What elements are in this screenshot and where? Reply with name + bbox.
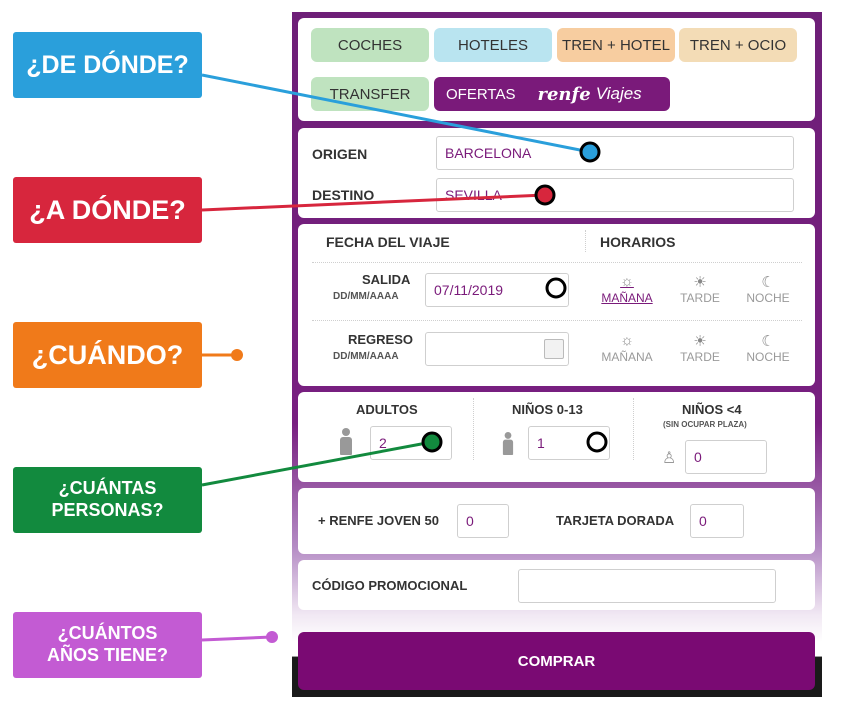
callout-line-2: PERSONAS? xyxy=(51,500,164,520)
promo-input[interactable] xyxy=(518,569,776,603)
noche-label: NOCHE xyxy=(746,291,790,305)
sun-icon: ☼ xyxy=(620,273,634,290)
person-icon xyxy=(340,428,352,455)
adultos-label: ADULTOS xyxy=(356,402,418,417)
regreso-label: REGRESO xyxy=(348,332,414,347)
person-icon xyxy=(502,432,514,455)
divider xyxy=(633,398,634,460)
joven-input[interactable]: 0 xyxy=(457,504,509,538)
fecha-header: FECHA DEL VIAJE xyxy=(326,234,450,250)
destination-input[interactable]: SEVILLA xyxy=(436,178,794,212)
regreso-manana-option[interactable]: ☼ MAÑANA xyxy=(597,332,657,364)
ofertas-label: OFERTAS xyxy=(446,85,516,103)
comprar-button[interactable]: COMPRAR xyxy=(298,632,815,690)
sun-icon: ☼ xyxy=(620,332,634,349)
baby-icon: ♙ xyxy=(662,450,677,467)
tab-tren-hotel[interactable]: TREN + HOTEL xyxy=(557,28,675,62)
callout-cuando: ¿CUÁNDO? xyxy=(13,322,202,388)
bebes-input[interactable]: 0 xyxy=(685,440,767,474)
salida-label: SALIDA xyxy=(362,272,411,287)
moon-icon: ☾ xyxy=(761,333,775,350)
divider xyxy=(473,398,474,460)
tab-hoteles[interactable]: HOTELES xyxy=(434,28,552,62)
tarde-label: TARDE xyxy=(680,291,720,305)
regreso-tarde-option[interactable]: ☀ TARDE xyxy=(670,332,730,364)
origin-input[interactable]: BARCELONA xyxy=(436,136,794,170)
joven-label: + RENFE JOVEN 50 xyxy=(318,513,440,528)
divider xyxy=(312,320,802,321)
callout-cuantas-personas: ¿CUÁNTAS PERSONAS? xyxy=(13,467,202,533)
manana-label: MAÑANA xyxy=(601,291,653,305)
salida-format: DD/MM/AAAA xyxy=(333,291,399,302)
tab-coches[interactable]: COCHES xyxy=(311,28,429,62)
divider xyxy=(312,262,802,263)
noche-label: NOCHE xyxy=(746,350,790,364)
bebes-label: NIÑOS <4 xyxy=(682,402,742,417)
viajes-logo: Viajes xyxy=(595,84,642,103)
renfe-logo: renfe xyxy=(537,83,591,105)
destination-label: DESTINO xyxy=(312,187,375,203)
salida-date-input[interactable]: 07/11/2019 xyxy=(425,273,569,307)
sun-small-icon: ☀ xyxy=(693,274,707,291)
regreso-format: DD/MM/AAAA xyxy=(333,351,399,362)
callout-line-1: ¿CUÁNTAS xyxy=(58,478,157,499)
header-divider xyxy=(585,230,586,252)
ninos-label: NIÑOS 0-13 xyxy=(512,402,583,417)
manana-label: MAÑANA xyxy=(601,350,653,364)
horarios-header: HORARIOS xyxy=(600,234,676,250)
promo-label: CÓDIGO PROMOCIONAL xyxy=(312,578,468,593)
salida-manana-option[interactable]: ☼ MAÑANA xyxy=(597,273,657,305)
moon-icon: ☾ xyxy=(761,274,775,291)
callout-line-2: AÑOS TIENE? xyxy=(46,645,168,665)
origin-label: ORIGEN xyxy=(312,146,368,162)
tab-ofertas[interactable]: OFERTAS renfe Viajes xyxy=(434,77,670,111)
tab-tren-ocio[interactable]: TREN + OCIO xyxy=(679,28,797,62)
salida-noche-option[interactable]: ☾ NOCHE xyxy=(738,273,798,305)
dorada-label: TARJETA DORADA xyxy=(556,513,675,528)
regreso-noche-option[interactable]: ☾ NOCHE xyxy=(738,332,798,364)
calendar-icon[interactable] xyxy=(544,339,564,359)
callout-de-donde: ¿DE DÓNDE? xyxy=(13,32,202,98)
tab-transfer[interactable]: TRANSFER xyxy=(311,77,429,111)
bebes-sublabel: (SIN OCUPAR PLAZA) xyxy=(663,420,747,429)
callout-line-1: ¿CUÁNTOS xyxy=(57,623,158,644)
dorada-input[interactable]: 0 xyxy=(690,504,744,538)
callout-cuantos-anos: ¿CUÁNTOS AÑOS TIENE? xyxy=(13,612,202,678)
sun-small-icon: ☀ xyxy=(693,333,707,350)
tarde-label: TARDE xyxy=(680,350,720,364)
callout-a-donde: ¿A DÓNDE? xyxy=(13,177,202,243)
salida-tarde-option[interactable]: ☀ TARDE xyxy=(670,273,730,305)
